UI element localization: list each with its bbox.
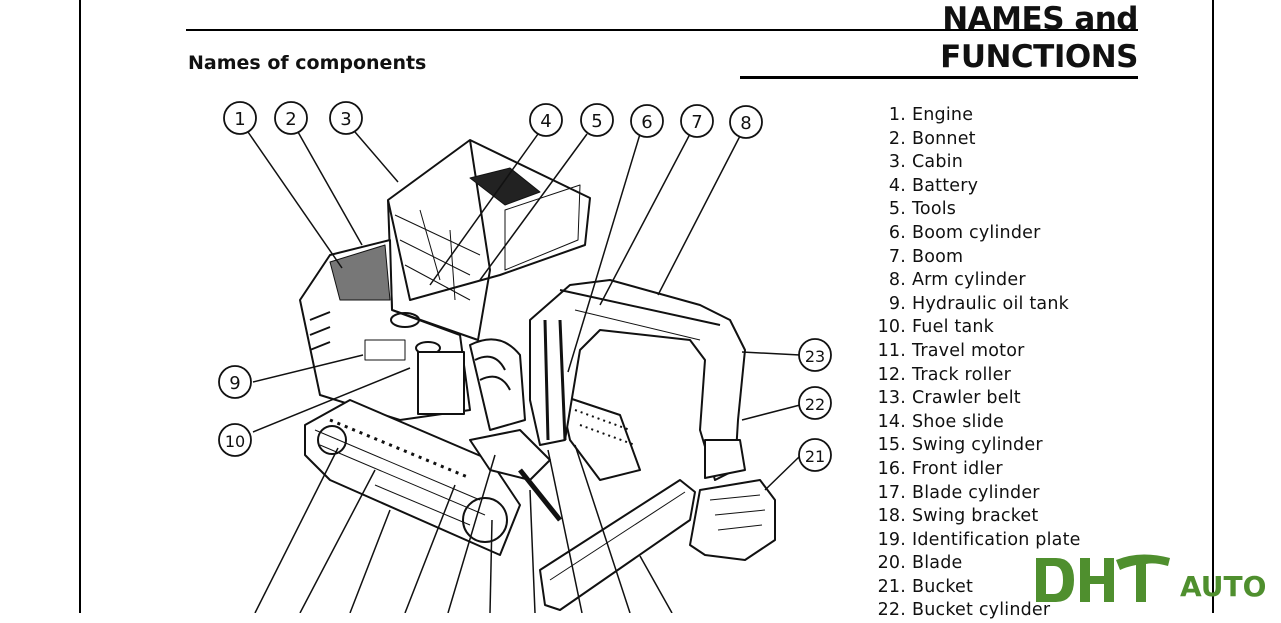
callout-9: 9 — [229, 373, 240, 394]
callout-21: 21 — [805, 447, 825, 466]
list-item: 17.Blade cylinder — [877, 482, 1040, 503]
page-title: NAMES and FUNCTIONS — [740, 0, 1139, 79]
list-item: 13.Crawler belt — [877, 388, 1021, 409]
list-item: 4.Battery — [888, 175, 979, 196]
callout-8-marker — [729, 105, 763, 139]
list-item: 21.Bucket — [877, 576, 974, 597]
callout-5: 5 — [591, 111, 602, 132]
logo-text: AUTO — [1180, 570, 1266, 603]
leader-lines — [247, 131, 801, 613]
callout-7: 7 — [691, 112, 702, 133]
list-item: 5.Tools — [888, 199, 957, 220]
list-item: 18.Swing bracket — [877, 506, 1039, 527]
logo-mark — [1036, 554, 1170, 602]
callout-4-marker — [529, 103, 563, 137]
callout-10-marker — [218, 423, 252, 457]
callout-2-marker — [274, 101, 308, 135]
callout-9-marker — [218, 365, 252, 399]
callout-22: 22 — [805, 395, 825, 414]
header-rule — [186, 29, 1138, 31]
callout-markers — [218, 101, 832, 472]
callout-5-marker — [580, 103, 614, 137]
callout-1-marker — [223, 101, 257, 135]
callout-3: 3 — [340, 109, 351, 130]
list-item: 10.Fuel tank — [877, 317, 995, 338]
list-item: 2.Bonnet — [888, 128, 976, 149]
list-item: 11.Travel motor — [877, 340, 1025, 361]
excavator-illustration — [299, 139, 776, 611]
list-item: 8.Arm cylinder — [888, 270, 1026, 291]
callout-6: 6 — [641, 112, 652, 133]
page-left-border — [0, 0, 81, 613]
callout-7-marker — [680, 104, 714, 138]
callout-4: 4 — [540, 111, 551, 132]
dht-auto-logo: AUTO — [1036, 554, 1266, 603]
list-item: 1.Engine — [888, 105, 974, 125]
callout-8: 8 — [740, 113, 751, 134]
callout-23-marker — [798, 338, 832, 372]
list-item: 7.Boom — [888, 246, 964, 267]
list-item: 14.Shoe slide — [877, 411, 1004, 432]
list-item: 12.Track roller — [877, 364, 1011, 385]
list-item: 3.Cabin — [888, 152, 964, 173]
callout-numbers: 1 2 3 4 5 6 7 8 9 10 23 22 21 — [225, 109, 825, 466]
callout-1: 1 — [234, 109, 245, 130]
list-item: 6.Boom cylinder — [888, 222, 1041, 243]
callout-22-marker — [798, 386, 832, 420]
page-right-border — [1212, 0, 1214, 613]
list-item: 9.Hydraulic oil tank — [888, 293, 1069, 314]
callout-6-marker — [630, 104, 664, 138]
callout-21-marker — [798, 438, 832, 472]
callout-3-marker — [329, 101, 363, 135]
excavator-diagram: 1 2 3 4 5 6 7 8 9 10 23 22 21 — [218, 101, 832, 613]
section-title: Names of components — [188, 52, 427, 74]
callout-10: 10 — [225, 432, 245, 451]
callout-23: 23 — [805, 347, 825, 366]
list-item: 19.Identification plate — [877, 529, 1081, 550]
list-item: 16.Front idler — [877, 458, 1003, 479]
component-list: 1.Engine 2.Bonnet 3.Cabin 4.Battery 5.To… — [872, 104, 1081, 623]
callout-2: 2 — [285, 109, 296, 130]
list-item: 20.Blade — [877, 553, 963, 574]
list-item: 15.Swing cylinder — [877, 435, 1043, 456]
